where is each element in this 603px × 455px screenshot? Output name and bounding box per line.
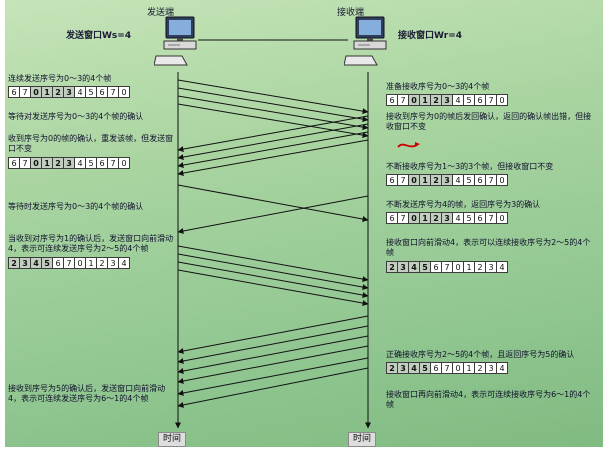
receiver-note-text: 准备接收序号为0～3的4个帧	[386, 82, 490, 91]
error-mark-icon	[396, 138, 426, 158]
ack-arrow	[177, 367, 369, 408]
ack-arrow	[177, 357, 369, 396]
ack-arrow	[177, 335, 369, 374]
recv-window-label: 接收窗口Wr=4	[398, 31, 463, 41]
receiver-note-text: 接收窗口再向前滑动4，表示可连续接收序号为6～1的4个帧	[386, 390, 591, 410]
left-margin	[0, 0, 5, 455]
frame-arrow	[177, 79, 369, 115]
seq-cell: 5	[463, 174, 475, 187]
receiver-endpoint-title: 接收端	[337, 8, 365, 18]
bottom-margin	[0, 447, 603, 455]
sender-note-text: 等待时发送序号为0～3的4个帧的确认	[8, 202, 144, 211]
seq-cell: 0	[118, 156, 130, 169]
seq-cell: 3	[441, 212, 453, 225]
frame-arrow	[177, 269, 369, 306]
frame-arrow	[177, 87, 369, 123]
seq-cell: 4	[30, 256, 42, 269]
ack-arrow	[177, 195, 369, 234]
receiver-note-6: 接收窗口再向前滑动4，表示可连续接收序号为6～1的4个帧	[386, 390, 596, 411]
receiver-computer-icon	[343, 16, 392, 68]
ack-arrow	[177, 115, 369, 152]
sender-note-text: 收到序号为0的帧的确认，重发该帧，但发送窗口不变	[8, 134, 174, 154]
seq-cell: 4	[74, 86, 86, 99]
receiver-note-1: 接收到序号为0的帧后发回确认，返回的确认帧出错，但接收窗口不变	[386, 112, 596, 133]
time-label-sender: 时间	[158, 432, 187, 447]
sender-note-text: 当收到对序号为1的确认后，发送窗口向前滑动4，表示可连续发送序号为2～5的4个帧	[8, 234, 174, 254]
frame-arrow	[177, 95, 369, 131]
seq-cell: 5	[419, 362, 431, 375]
sender-note-text: 等待对发送序号为0～3的4个帧的确认	[8, 112, 144, 121]
ack-arrow	[177, 315, 369, 354]
frame-arrow	[177, 253, 369, 290]
frame-arrow	[177, 184, 369, 222]
seq-cell: 5	[463, 94, 475, 107]
seq-cell: 0	[496, 174, 508, 187]
sender-note-3: 等待时发送序号为0～3的4个帧的确认	[8, 202, 174, 212]
ack-arrow	[177, 345, 369, 384]
time-label-receiver: 时间	[348, 432, 377, 447]
sender-endpoint-title: 发送端	[147, 8, 175, 18]
seq-cell: 0	[496, 94, 508, 107]
ack-arrow	[177, 325, 369, 364]
seq-cell: 4	[496, 260, 508, 273]
receiver-note-text: 接收窗口向前滑动4，表示可以连续接收序号为2～5的4个帧	[386, 238, 591, 258]
send-window-label: 发送窗口Ws=4	[66, 31, 132, 41]
sender-note-5: 接收到序号为5的确认后，发送窗口向前滑动4，表示可连续发送序号为6～1的4个帧	[8, 384, 174, 405]
seq-cell: 3	[485, 260, 497, 273]
receiver-note-text: 接收到序号为0的帧后发回确认，返回的确认帧出错，但接收窗口不变	[386, 112, 592, 132]
seq-cell: 6	[52, 256, 64, 269]
sender-note-4: 当收到对序号为1的确认后，发送窗口向前滑动4，表示可连续发送序号为2～5的4个帧…	[8, 234, 174, 269]
frame-arrow	[177, 245, 369, 282]
seq-cell: 0	[118, 86, 130, 99]
seq-cell: 3	[397, 260, 409, 273]
seq-cell: 3	[19, 256, 31, 269]
ack-arrow	[177, 123, 369, 160]
seq-cell: 2	[96, 256, 108, 269]
sender-note-1: 等待对发送序号为0～3的4个帧的确认	[8, 112, 174, 122]
sender-note-text: 连续发送序号为0～3的4个帧	[8, 74, 112, 83]
seq-cell: 0	[496, 212, 508, 225]
seq-cell: 1	[419, 174, 431, 187]
receiver-note-text: 正确接收序号为2～5的4个帧，且返回序号为5的确认	[386, 350, 575, 359]
ack-arrow	[177, 139, 369, 176]
seq-cell: 4	[452, 94, 464, 107]
ack-arrow	[177, 131, 369, 168]
sender-note-text: 接收到序号为5的确认后，发送窗口向前滑动4，表示可连续发送序号为6～1的4个帧	[8, 384, 166, 404]
seq-cell: 4	[496, 362, 508, 375]
frame-arrow	[177, 103, 369, 139]
receiver-note-text: 不断发送序号为4的帧，返回序号为3的确认	[386, 200, 541, 209]
sender-computer-icon	[153, 16, 202, 68]
seq-cell: 6	[474, 174, 486, 187]
frame-arrow	[177, 261, 369, 298]
receiver-note-text: 不断接收序号为1～3的3个帧，但接收窗口不变	[386, 162, 554, 171]
seq-cell: 4	[118, 256, 130, 269]
